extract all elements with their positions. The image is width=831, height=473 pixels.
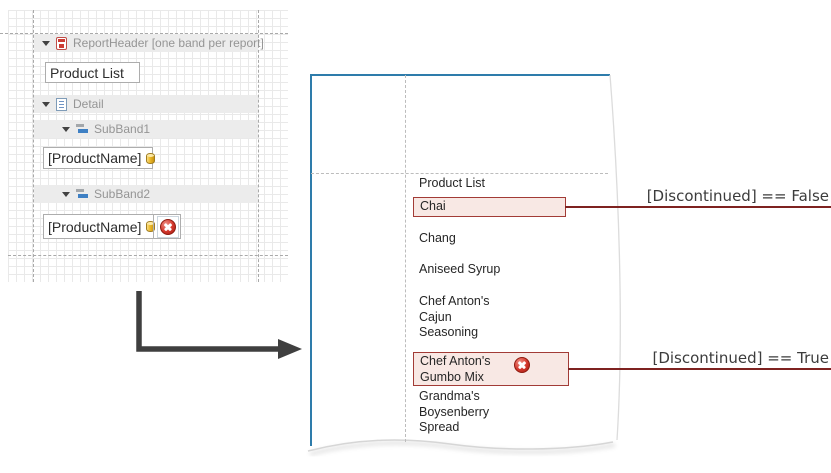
band-header-reportheader[interactable]: ReportHeader [one band per report] xyxy=(34,34,264,52)
band-header-detail[interactable]: Detail xyxy=(34,95,258,113)
preview-row: Chang xyxy=(419,231,456,245)
band-header-subband2[interactable]: SubBand2 xyxy=(34,185,258,203)
product-name-line: Cajun xyxy=(419,309,452,324)
product-name: Chef Anton's Gumbo Mix xyxy=(420,354,491,384)
page-edge xyxy=(307,74,621,456)
label-text: Product List xyxy=(50,64,124,81)
label-control-productname-2[interactable]: [ProductName] xyxy=(43,214,181,239)
callout-text-false: [Discontinued] == False xyxy=(646,187,829,205)
report-header-icon xyxy=(56,36,67,50)
collapse-arrow-icon[interactable] xyxy=(42,40,50,46)
flow-arrow xyxy=(136,291,302,359)
collapse-arrow-icon[interactable] xyxy=(62,191,70,197)
margin-line-bottom xyxy=(8,255,288,256)
product-name-line: Spread xyxy=(419,420,460,434)
band-label: ReportHeader [one band per report] xyxy=(73,36,264,50)
band-label: Detail xyxy=(73,97,104,111)
preview-row-gumbo-highlight: Chef Anton's Gumbo Mix xyxy=(413,352,569,386)
collapse-arrow-icon[interactable] xyxy=(42,101,50,107)
field-expression: [ProductName] xyxy=(48,150,142,166)
field-expression: [ProductName] xyxy=(48,218,142,235)
preview-row: Aniseed Syrup xyxy=(419,262,501,276)
subband-icon xyxy=(76,189,88,199)
page-border-left xyxy=(310,74,312,446)
margin-line-right xyxy=(258,10,259,282)
margin-line-top xyxy=(0,33,288,34)
preview-row-chai-highlight: Chai xyxy=(413,197,566,217)
detail-band-icon xyxy=(56,97,67,111)
product-name-line: Chef Anton's xyxy=(419,294,490,308)
page-margin-horizontal xyxy=(311,173,608,174)
product-name-line: Boysenberry xyxy=(419,404,490,419)
page-margin-vertical xyxy=(405,75,406,442)
margin-line-left xyxy=(33,10,34,282)
error-icon xyxy=(159,218,176,235)
label-control-productname-1[interactable]: [ProductName] xyxy=(43,147,156,169)
band-header-subband1[interactable]: SubBand1 xyxy=(34,120,258,138)
data-field-icon xyxy=(146,152,156,164)
product-name: Chai xyxy=(420,199,446,213)
validation-adorner[interactable] xyxy=(156,215,179,238)
validation-cell xyxy=(153,214,181,239)
page-border-top xyxy=(310,74,610,76)
subband-icon xyxy=(76,124,88,134)
product-name-line: Grandma's xyxy=(419,389,480,403)
error-icon xyxy=(514,357,530,373)
label-control-product-list[interactable]: Product List xyxy=(45,62,140,83)
callout-text-true: [Discontinued] == True xyxy=(652,349,829,367)
preview-row: Chef Anton's Cajun Seasoning xyxy=(419,294,490,341)
product-name-line: Seasoning xyxy=(419,325,479,339)
band-label: SubBand2 xyxy=(94,187,151,201)
preview-report-title: Product List xyxy=(419,176,486,190)
callout-line-false xyxy=(565,206,831,208)
callout-line-true xyxy=(568,368,831,370)
preview-row: Grandma's Boysenberry Spread xyxy=(419,389,489,436)
band-label: SubBand1 xyxy=(94,122,151,136)
data-field-icon xyxy=(146,221,156,232)
collapse-arrow-icon[interactable] xyxy=(62,126,70,132)
